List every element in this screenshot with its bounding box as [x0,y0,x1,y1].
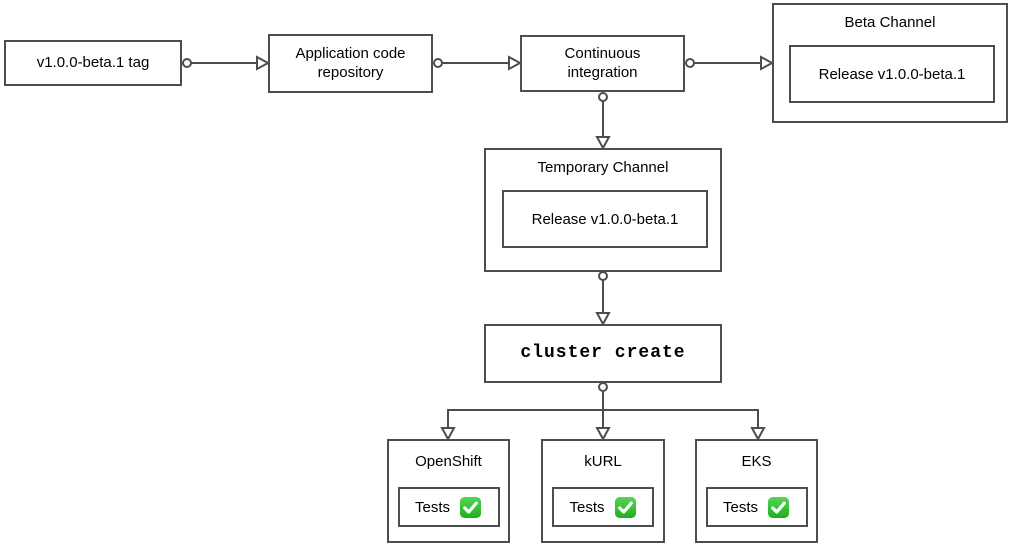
beta-channel-title: Beta Channel [844,14,936,31]
connector-temporary-to-cluster-create [595,271,611,327]
connector-cluster-create-to-platforms [440,382,766,442]
check-mark-button-icon [767,496,790,518]
platform-openshift-title: OpenShift [415,453,482,470]
connector-tag-to-repo [182,55,271,71]
container-platform-kurl: kURL Tests [541,439,665,543]
node-application-code-repository: Application code repository [268,34,433,93]
tests-label: Tests [722,498,758,516]
container-beta-channel: Beta Channel Release v1.0.0-beta.1 [772,3,1008,123]
node-eks-tests: Tests [705,487,808,527]
container-platform-eks: EKS Tests [695,439,818,543]
tests-label: Tests [569,498,605,516]
container-temporary-channel: Temporary Channel Release v1.0.0-beta.1 [484,148,722,272]
check-mark-button-icon [614,496,636,518]
node-cluster-create: cluster create [484,324,722,383]
tests-label: Tests [414,498,450,516]
connector-ci-to-beta-channel [685,55,775,71]
node-kurl-tests: Tests [552,487,654,527]
node-continuous-integration: Continuous integration [520,35,685,92]
node-version-tag: v1.0.0-beta.1 tag [4,40,182,86]
platform-kurl-title: kURL [584,453,622,470]
check-mark-button-icon [459,496,482,518]
platform-eks-title: EKS [741,453,772,470]
node-openshift-tests: Tests [397,487,500,527]
node-beta-release: Release v1.0.0-beta.1 [789,45,995,103]
temporary-channel-title: Temporary Channel [537,159,669,176]
connector-ci-to-temporary-channel [595,92,611,151]
container-platform-openshift: OpenShift Tests [387,439,510,543]
node-temporary-release: Release v1.0.0-beta.1 [502,190,708,248]
connector-repo-to-ci [433,55,523,71]
